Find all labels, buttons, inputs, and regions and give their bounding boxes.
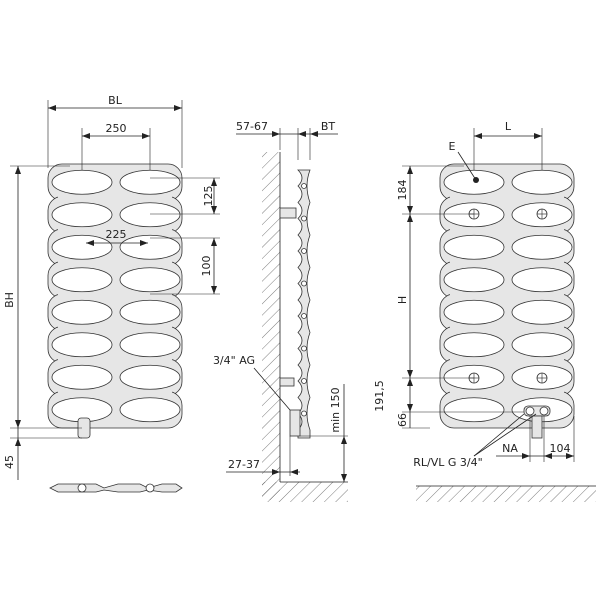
min150-label: min 150 — [329, 387, 342, 432]
radiator-oval-opening — [119, 364, 181, 390]
valve-side — [289, 409, 301, 437]
side-rivet — [301, 183, 307, 189]
radiator-oval-opening — [443, 299, 505, 325]
side-rivet — [301, 215, 307, 222]
floor-hatch-right — [416, 486, 596, 502]
radiator-oval-opening — [511, 267, 573, 293]
radiator-oval-opening — [51, 202, 113, 228]
radiator-oval-opening — [511, 332, 573, 358]
valve-block — [523, 405, 551, 439]
wall-bracket-lower — [279, 377, 295, 387]
radiator-oval-opening — [119, 299, 181, 325]
height-100-label: 100 — [200, 256, 213, 277]
na-label: NA — [502, 442, 518, 455]
radiator-oval-opening — [511, 169, 573, 195]
width-250-label: 250 — [106, 122, 127, 135]
side-rivet — [301, 313, 307, 319]
radiator-oval-opening — [51, 267, 113, 293]
h1915-label: 191,5 — [373, 380, 386, 412]
h66-label: 66 — [396, 413, 409, 427]
side-rivet — [301, 410, 307, 417]
radiator-oval-opening — [119, 397, 181, 423]
bt-label: BT — [321, 120, 336, 133]
radiator-oval-opening — [51, 169, 113, 195]
radiator-oval-opening — [511, 234, 573, 260]
rlvl-label: RL/VL G 3/4" — [413, 456, 482, 469]
floor-hatch-side — [262, 482, 348, 502]
radiator-oval-opening — [51, 299, 113, 325]
radiator-oval-opening — [119, 267, 181, 293]
height-125-label: 125 — [202, 186, 215, 207]
w104-label: 104 — [550, 442, 571, 455]
radiator-oval-opening — [443, 397, 505, 423]
radiator-oval-opening — [443, 234, 505, 260]
h184-label: 184 — [396, 180, 409, 201]
wall-bracket — [279, 207, 297, 219]
right-radiator-body — [439, 163, 575, 429]
radiator-oval-opening — [443, 169, 505, 195]
radiator-oval-opening — [51, 364, 113, 390]
front-radiator-body — [47, 163, 183, 429]
h-label: H — [396, 296, 409, 304]
radiator-oval-opening — [119, 234, 181, 260]
side-rivet — [301, 378, 307, 384]
radiator-oval-opening — [51, 332, 113, 358]
ag-label: 3/4" AG — [213, 354, 255, 367]
side-rivet — [301, 280, 307, 287]
side-rivet — [301, 248, 307, 254]
side-tube-profile — [297, 169, 311, 439]
radiator-oval-opening — [51, 234, 113, 260]
bl-label: BL — [108, 94, 123, 107]
e-label: E — [449, 140, 456, 153]
front-top-view-bar — [49, 483, 183, 493]
side-view: 57-67 BT 3/4" AG min 150 27-37 — [213, 120, 348, 502]
depth-2737-label: 27-37 — [228, 458, 260, 471]
wall-hatch — [262, 152, 280, 500]
front-view: BL 250 225 125 100 BH — [3, 94, 220, 493]
width-225-label: 225 — [106, 228, 127, 241]
bh-label: BH — [3, 292, 16, 308]
side-rivet — [301, 345, 307, 352]
height-45-label: 45 — [3, 455, 16, 469]
connection-view: E L 184 H 191,5 66 — [373, 120, 596, 502]
radiator-oval-opening — [443, 267, 505, 293]
radiator-oval-opening — [443, 332, 505, 358]
radiator-oval-opening — [511, 299, 573, 325]
radiator-oval-opening — [119, 332, 181, 358]
side-radiator-profile — [297, 169, 311, 439]
radiator-oval-opening — [119, 169, 181, 195]
l-label: L — [505, 120, 512, 133]
radiator-oval-opening — [119, 202, 181, 228]
depth-5767-label: 57-67 — [236, 120, 268, 133]
